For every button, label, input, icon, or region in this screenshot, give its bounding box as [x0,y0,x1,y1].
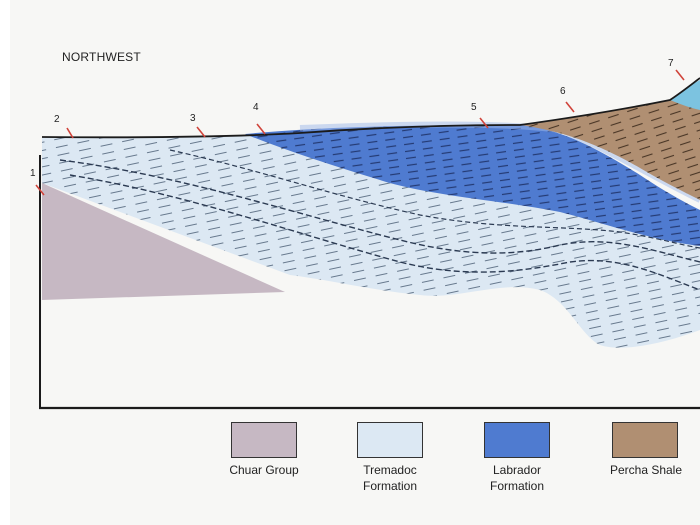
percha-shale-pattern [520,96,700,200]
labrador-pattern [245,125,700,246]
legend-swatch-chuar-group [231,422,297,458]
legend-swatch-tremadoc [357,422,423,458]
legend-label-percha-shale-text: Percha Shale [609,463,683,477]
legend-swatch-percha-shale [612,422,678,458]
tremadoc-bedding-line [59,159,700,263]
marker-tick-1 [35,184,45,196]
direction-label: NORTHWEST [62,50,141,64]
well-number-5: 5 [471,102,477,113]
marker-tick-5 [479,117,489,129]
legend-label-chuar-group: Chuar Group [229,463,299,477]
marker-tick-2 [66,127,74,139]
marker-tick-6 [565,101,575,113]
well-number-3: 3 [190,113,196,124]
legend-label-labrador: Labrador Formation [467,462,567,494]
ground-surface-line [41,77,700,139]
marker-tick-7 [675,69,685,81]
upper-cap-layer [670,80,700,110]
marker-tick-4 [256,123,266,135]
well-number-7: 7 [668,58,674,69]
legend-swatch-labrador [484,422,550,458]
legend-label-tremadoc-text: Tremadoc Formation [362,463,418,493]
well-number-1: 1 [30,168,36,179]
legend-label-tremadoc: Tremadoc Formation [340,462,440,494]
marker-tick-3 [196,126,206,138]
well-number-2: 2 [54,114,60,125]
legend-label-percha-shale: Percha Shale [598,462,694,478]
well-number-4: 4 [253,102,259,113]
well-markers [35,69,685,196]
tremadoc-bedding-line [169,149,700,249]
tremadoc-pattern [42,133,700,348]
well-number-6: 6 [560,86,566,97]
legend-label-labrador-text: Labrador Formation [489,463,545,493]
chuar-group-layer [42,183,285,300]
tremadoc-bedding-line [69,174,700,291]
